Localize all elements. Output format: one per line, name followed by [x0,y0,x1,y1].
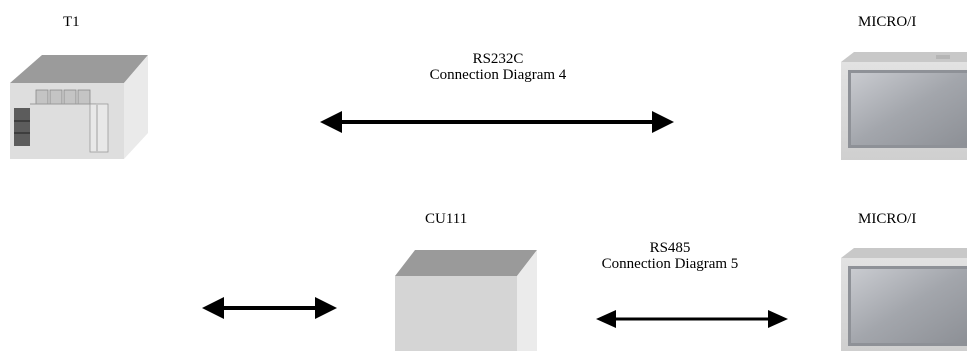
connection-diagram-5-label: Connection Diagram 5 [601,256,739,272]
micro-i-top-label: MICRO/I [858,14,917,30]
cu111-unit [395,250,537,351]
left-double-arrow [202,297,337,319]
rs232c-label: RS232C [472,51,524,67]
connection-diagram-4-label: Connection Diagram 4 [429,67,567,83]
cu111-label: CU111 [425,211,468,227]
micro-i-bottom-display [841,248,967,351]
rs232c-double-arrow [320,111,674,133]
t1-plc-unit [10,55,148,159]
micro-i-bottom-label: MICRO/I [858,211,917,227]
rs485-double-arrow [596,310,788,328]
rs485-label: RS485 [649,240,691,256]
micro-i-top-display [841,52,967,160]
t1-label: T1 [63,14,80,30]
